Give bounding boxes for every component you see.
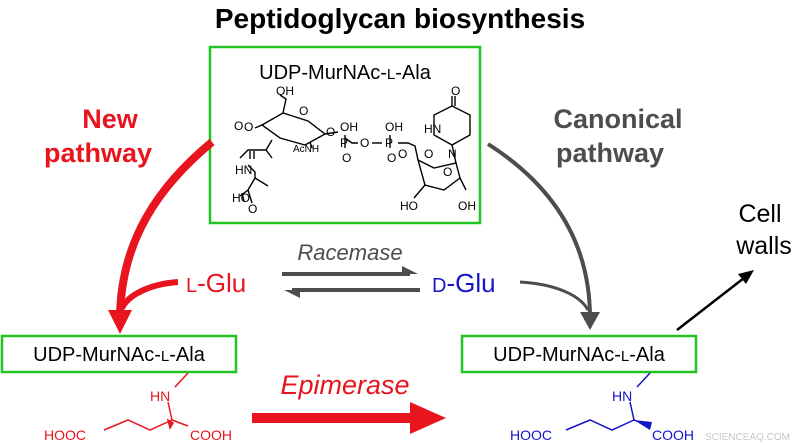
svg-text:O: O xyxy=(451,84,460,98)
l-glu-residue-structure xyxy=(103,372,189,431)
l-glu-label: L-Glu xyxy=(186,268,246,298)
svg-text:OH: OH xyxy=(385,120,403,134)
svg-text:O: O xyxy=(424,147,433,161)
left-product-box xyxy=(0,334,238,374)
canonical-pathway-arrow xyxy=(486,142,592,319)
watermark: SCIENCEAQ.COM xyxy=(705,432,790,443)
svg-text:OH: OH xyxy=(340,120,358,134)
new-pathway-line2: pathway xyxy=(44,138,152,168)
udp-murnac-atoms: OH O O O AcNH O P P OH OH O O O O O HN O… xyxy=(232,84,476,216)
racemase-reverse-arrowhead xyxy=(284,290,300,298)
svg-text:O: O xyxy=(248,202,257,216)
svg-text:O: O xyxy=(443,165,452,179)
right-hn-label: HN xyxy=(612,388,632,404)
svg-text:OH: OH xyxy=(458,199,476,213)
canonical-pathway-arrowhead xyxy=(580,312,600,330)
svg-text:O: O xyxy=(387,151,396,165)
canonical-pathway-line2: pathway xyxy=(556,138,664,168)
epimerase-label: Epimerase xyxy=(280,370,409,400)
new-pathway-arrowhead xyxy=(108,310,132,334)
cell-walls-arrow xyxy=(676,277,745,331)
svg-text:O: O xyxy=(342,151,351,165)
svg-text:O: O xyxy=(234,119,243,133)
top-molecule-box xyxy=(208,45,482,225)
right-hooc-label: HOOC xyxy=(510,427,552,443)
svg-text:HN: HN xyxy=(424,122,441,136)
svg-text:O: O xyxy=(299,104,308,118)
cell-walls-line2: walls xyxy=(735,232,792,260)
d-glu-label: D-Glu xyxy=(432,268,496,298)
svg-text:P: P xyxy=(385,136,393,150)
right-product-box xyxy=(460,334,698,374)
d-glu-wedge xyxy=(634,420,652,430)
svg-text:O: O xyxy=(326,125,335,139)
svg-text:N: N xyxy=(448,147,457,161)
racemase-label: Racemase xyxy=(297,240,402,265)
svg-text:O: O xyxy=(360,136,369,150)
left-box-label: UDP-MurNAc-L-Ala xyxy=(33,344,206,366)
svg-text:HN: HN xyxy=(235,163,252,177)
d-glu-feed-arrow xyxy=(519,280,590,311)
canonical-pathway-line1: Canonical xyxy=(553,104,682,134)
diagram-title: Peptidoglycan biosynthesis xyxy=(215,3,585,34)
left-hn-label: HN xyxy=(150,388,170,404)
l-glu-feed-arrow xyxy=(119,279,179,310)
racemase-forward-arrowhead xyxy=(402,266,418,274)
cell-walls-line1: Cell xyxy=(738,200,781,228)
cell-walls-arrowhead xyxy=(738,270,754,284)
udp-murnac-structure xyxy=(239,94,471,204)
left-hooc-label: HOOC xyxy=(44,427,86,443)
svg-text:HO: HO xyxy=(232,191,250,205)
top-box-label: UDP-MurNAc-L-Ala xyxy=(259,62,432,84)
svg-text:O: O xyxy=(244,120,253,134)
right-cooh-label: COOH xyxy=(652,427,694,443)
new-pathway-line1: New xyxy=(82,104,139,134)
svg-text:P: P xyxy=(340,136,348,150)
new-pathway-arrow xyxy=(116,138,215,321)
svg-text:O: O xyxy=(398,147,407,161)
svg-text:AcNH: AcNH xyxy=(293,144,319,155)
left-cooh-label: COOH xyxy=(190,427,232,443)
svg-text:OH: OH xyxy=(276,84,294,98)
epimerase-arrowhead xyxy=(410,402,446,434)
right-box-label: UDP-MurNAc-L-Ala xyxy=(493,344,666,366)
svg-text:HO: HO xyxy=(400,199,418,213)
